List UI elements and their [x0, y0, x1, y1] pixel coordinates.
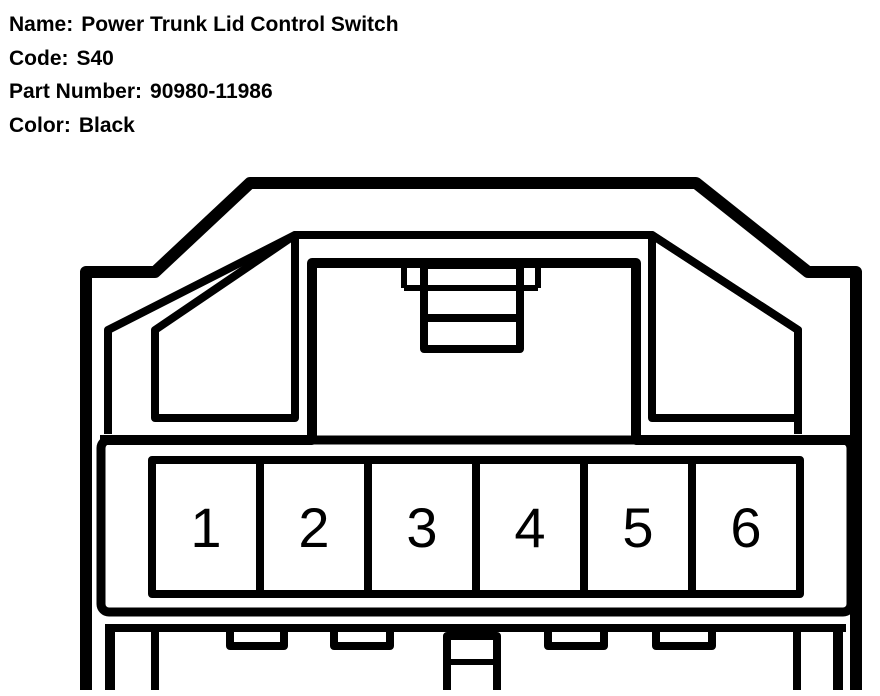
code-row: Code: S40	[9, 42, 399, 76]
color-row: Color: Black	[9, 109, 399, 143]
part-number-label: Part Number:	[9, 80, 143, 103]
terminal-frame	[96, 435, 856, 617]
pin-cavity-6	[688, 456, 804, 598]
name-value: Power Trunk Lid Control Switch	[81, 13, 399, 36]
bottom-tab-3	[544, 628, 608, 650]
code-label: Code:	[9, 46, 69, 70]
connector-info: Name: Power Trunk Lid Control Switch Code…	[9, 8, 399, 142]
pin-label-4: 4	[514, 496, 545, 559]
bottom-tab-4	[652, 628, 716, 650]
pin-label-5: 5	[622, 496, 653, 559]
part-number-value: 90980-11986	[150, 80, 273, 103]
pin-label-3: 3	[406, 496, 437, 559]
bottom-tab-1	[226, 628, 288, 650]
pin-label-1: 1	[190, 496, 221, 559]
bottom-tab-2	[330, 628, 394, 650]
housing-outline	[80, 177, 862, 690]
pin-label-2: 2	[298, 496, 329, 559]
name-label: Name:	[9, 13, 74, 36]
color-label: Color:	[9, 113, 71, 137]
pin-cavities	[148, 456, 804, 598]
name-row: Name: Power Trunk Lid Control Switch	[9, 8, 399, 42]
right-latch-block	[648, 231, 802, 422]
lock-tab	[420, 261, 524, 353]
pin-label-6: 6	[730, 496, 761, 559]
color-value: Black	[78, 113, 135, 137]
left-latch-block	[151, 231, 299, 422]
part-number-row: Part Number: 90980-11986	[9, 75, 399, 109]
code-value: S40	[76, 46, 114, 70]
